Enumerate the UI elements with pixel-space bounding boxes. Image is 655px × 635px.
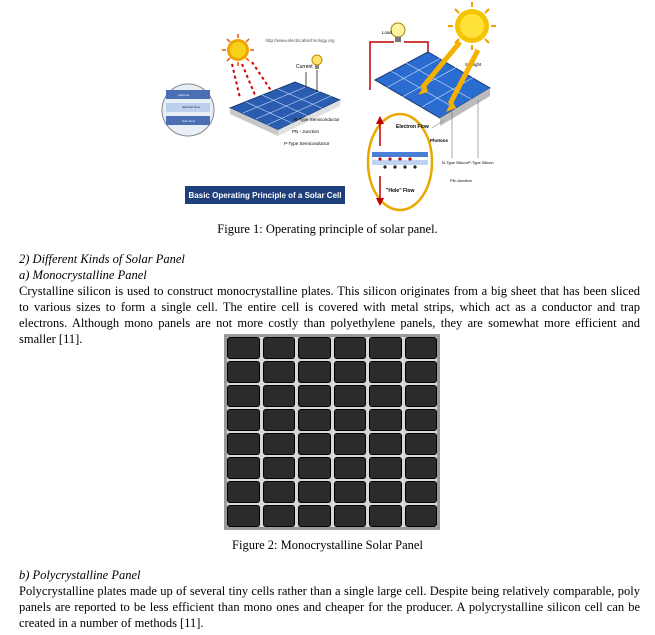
zoom-circle-left: photons electron flow hole flow — [161, 83, 215, 137]
solar-cell — [262, 505, 295, 527]
section-heading-kinds: 2) Different Kinds of Solar Panel — [19, 252, 185, 266]
figure-1-solar-cell-diagram: http://www.electricaltechnology.org — [160, 0, 500, 218]
solar-cell — [333, 433, 366, 455]
subsection-heading-mono: a) Monocrystalline Panel — [19, 268, 147, 282]
figure-url: http://www.electricaltechnology.org — [266, 38, 335, 43]
solar-cell — [333, 457, 366, 479]
solar-panel-left — [228, 81, 342, 136]
solar-cell — [369, 481, 402, 503]
solar-cell — [262, 481, 295, 503]
solar-cell — [404, 361, 437, 383]
label-p-type-silicon: P-Type Silicon — [468, 160, 494, 165]
solar-cell — [227, 505, 260, 527]
solar-cell — [369, 361, 402, 383]
solar-cell — [298, 361, 331, 383]
label-load: Load — [382, 30, 393, 35]
label-n-type: N-Type Semiconductor — [294, 117, 340, 122]
label-electron-flow-small: electron flow — [182, 105, 201, 109]
label-hole-flow-small: hole flow — [182, 119, 196, 123]
solar-cell — [369, 457, 402, 479]
solar-cell — [369, 433, 402, 455]
solar-cell — [227, 409, 260, 431]
solar-cell — [262, 337, 295, 359]
solar-cell — [262, 433, 295, 455]
subsection-heading-poly: b) Polycrystalline Panel — [19, 568, 141, 582]
sun-icon-right — [448, 2, 496, 50]
label-sunlight: Sunlight — [465, 62, 482, 67]
solar-cell — [404, 433, 437, 455]
solar-cell — [404, 457, 437, 479]
label-p-type: P-Type Semiconductor — [284, 141, 330, 146]
solar-cell — [227, 457, 260, 479]
solar-cell — [369, 409, 402, 431]
label-photons: Photons — [430, 138, 448, 143]
solar-cell — [404, 385, 437, 407]
solar-cell — [333, 505, 366, 527]
solar-cell — [333, 337, 366, 359]
label-electron-flow: Electron Flow — [396, 124, 429, 130]
solar-cell — [298, 409, 331, 431]
solar-cell — [227, 385, 260, 407]
solar-cell — [262, 361, 295, 383]
solar-cell — [298, 385, 331, 407]
solar-cell — [227, 481, 260, 503]
solar-cell — [404, 481, 437, 503]
label-n-type-silicon: N-Type Silicon — [442, 160, 468, 165]
solar-panel-right — [373, 51, 491, 126]
bulb-icon-left — [311, 54, 323, 69]
solar-cell — [369, 505, 402, 527]
load-bulb-icon — [390, 22, 406, 42]
solar-cell — [227, 361, 260, 383]
label-current: Current — [296, 64, 313, 70]
paragraph-monocrystalline: Crystalline silicon is used to construct… — [19, 284, 640, 346]
solar-cell — [333, 409, 366, 431]
figure-2-monocrystalline-panel — [224, 334, 440, 530]
solar-cell — [298, 433, 331, 455]
label-pn-junction-right: PN-Junction — [450, 178, 472, 183]
solar-cell — [333, 481, 366, 503]
solar-cell — [262, 385, 295, 407]
solar-cell — [227, 337, 260, 359]
solar-cell — [262, 409, 295, 431]
figure-2-caption: Figure 2: Monocrystalline Solar Panel — [232, 538, 423, 552]
sun-icon-left — [222, 34, 254, 66]
label-photons-small: photons — [178, 93, 190, 97]
solar-cell — [298, 337, 331, 359]
solar-cell — [369, 385, 402, 407]
solar-cell — [333, 385, 366, 407]
solar-cell — [298, 457, 331, 479]
solar-cell — [404, 505, 437, 527]
figure-1-caption: Figure 1: Operating principle of solar p… — [217, 222, 438, 236]
zoom-circle-right — [366, 112, 434, 212]
solar-cell — [298, 481, 331, 503]
banner-title: Basic Operating Principle of a Solar Cel… — [189, 191, 342, 200]
paragraph-polycrystalline: Polycrystalline plates made up of severa… — [19, 584, 640, 630]
solar-cell — [298, 505, 331, 527]
solar-cell — [262, 457, 295, 479]
label-pn-junction: PN - Junction — [292, 129, 320, 134]
solar-cell — [333, 361, 366, 383]
solar-cell — [404, 337, 437, 359]
banner-box — [185, 186, 345, 204]
solar-cell — [369, 337, 402, 359]
label-hole-flow: "Hole" Flow — [386, 188, 414, 194]
solar-cell — [227, 433, 260, 455]
solar-cell — [404, 409, 437, 431]
